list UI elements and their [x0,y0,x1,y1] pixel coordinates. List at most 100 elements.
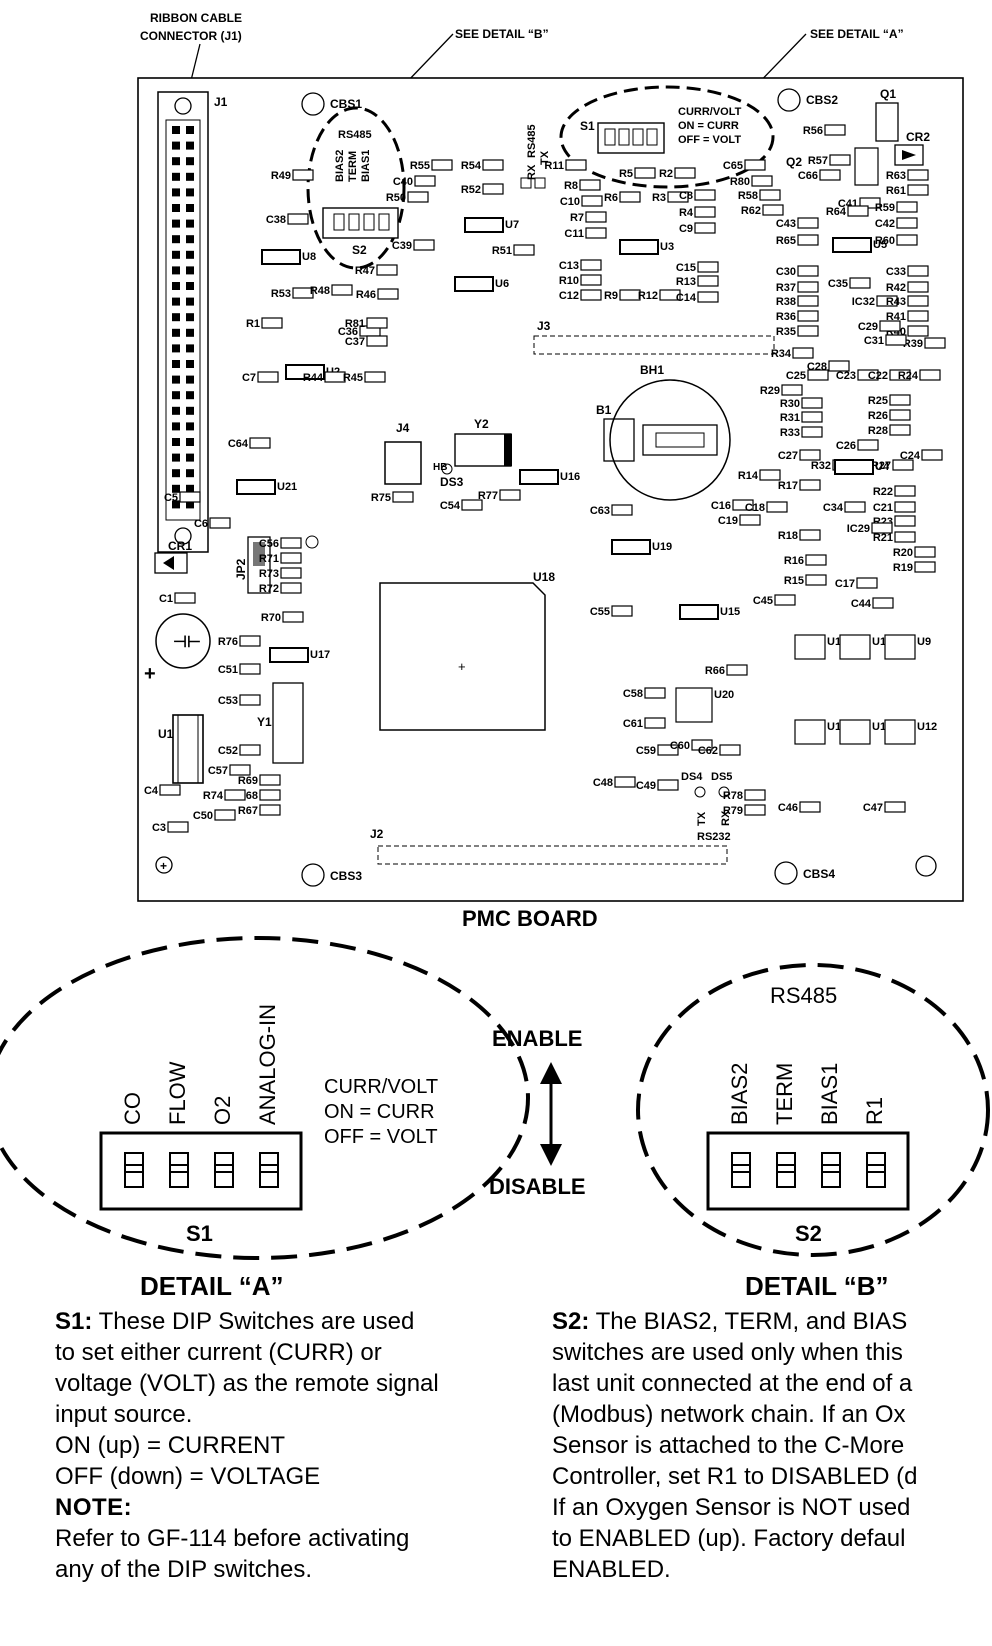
part-c8 [694,189,716,201]
board-components: R49C38U8R53R1C7U2R44R45C36R81C37R48R46R4… [144,124,946,834]
part-c24 [921,449,943,461]
s1-dip-switch-2[interactable] [214,1152,234,1188]
part-label-r28: R28 [868,425,888,437]
cbs2-label: CBS2 [806,93,838,107]
part-label-r1: R1 [246,318,260,330]
part-label-r27: R27 [871,460,891,472]
part-r39 [924,337,946,349]
j3-header [533,335,775,355]
part-c7 [257,371,279,383]
part-label-r4: R4 [679,207,694,219]
j1-pin [172,282,180,290]
s1-on-label: ON = CURR [678,120,739,132]
part-c47 [884,801,906,813]
part-label-c31: C31 [864,335,884,347]
part-r67 [259,804,281,816]
part-label-c26: C26 [836,440,856,452]
b1-clip [603,418,635,462]
part-r41 [907,310,929,322]
j3-label: J3 [537,319,551,333]
part-r76 [239,635,261,647]
j1-pin [186,126,194,134]
part-c54 [461,499,483,511]
detail-a-title: DETAIL “A” [140,1271,283,1301]
q1-label: Q1 [880,87,896,101]
s2-dip-switch-2[interactable] [821,1152,841,1188]
b1-label: B1 [596,403,612,417]
u1-chip-inner [177,714,199,784]
j1-pin [172,157,180,166]
part-label-c51: C51 [218,664,238,676]
part-label-r50: R50 [386,192,406,204]
part-label-r37: R37 [776,282,796,294]
part-r13 [697,275,719,287]
s2-desc-line-6: If an Oxygen Sensor is NOT used [552,1494,911,1521]
s2-switch-label-1: TERM [772,1063,797,1125]
part-label-r13: R13 [676,276,696,288]
part-label-r9: R9 [604,290,618,302]
s2-dip-switch-1[interactable] [776,1152,796,1188]
part-c62 [719,744,741,756]
enable-label: ENABLE [492,1026,582,1051]
part-label-r72: R72 [259,583,279,595]
part-c64 [249,437,271,449]
j4-label: J4 [396,421,410,435]
j1-pin [186,157,194,166]
part-r54 [482,159,504,171]
part-label-r11: R11 [544,160,564,172]
part-c16 [732,499,754,511]
s2-dip-switch-3[interactable] [866,1152,886,1188]
s2-switch-label-0: BIAS2 [727,1063,752,1125]
part-label-c35: C35 [828,278,848,290]
part-r3 [667,191,689,203]
part-label-r3: R3 [652,192,666,204]
part-c42 [896,217,918,229]
cr2-label: CR2 [906,130,930,144]
part-r65 [797,234,819,246]
part-label-r74: R74 [203,790,224,802]
part-u11 [794,634,826,660]
j1-pin [172,453,180,462]
part-label-c33: C33 [886,266,906,278]
part-label-c6: C6 [194,518,208,530]
part-r9 [619,289,641,301]
part-u14 [794,719,826,745]
part-label-r65: R65 [776,235,796,247]
detail-a-on-curr: ON = CURR [324,1101,435,1123]
ds5-led [718,786,730,798]
j1-pin [186,250,194,259]
detail-b-title: DETAIL “B” [745,1271,888,1301]
s2-board-ellipse [306,106,406,270]
j1-pin [186,344,194,353]
part-label-r54: R54 [461,160,482,172]
s2-description: S2: The BIAS2, TERM, and BIAS switches a… [552,1306,992,1585]
s1-dip-switch-1[interactable] [169,1152,189,1188]
part-c15 [697,261,719,273]
part-label-r30: R30 [780,398,800,410]
part-ic29 [871,522,893,534]
part-c29 [879,320,901,332]
part-label-r15: R15 [784,575,804,587]
part-label-u9: U9 [917,636,931,648]
s1-dip-switch-0[interactable] [124,1152,144,1188]
part-u17 [269,647,309,663]
part-r10 [580,274,602,286]
part-label-r81: R81 [345,318,365,330]
s2-dip-switch-0[interactable] [731,1152,751,1188]
part-c22 [889,369,911,381]
s2-switch-label-3: R1 [862,1097,887,1125]
j1-pin [172,328,180,337]
s2-rs485-label: RS485 [338,129,372,141]
part-c27 [799,449,821,461]
j1-pin [186,172,194,181]
part-label-c10: C10 [560,196,580,208]
ribbon-cable-label: RIBBON CABLE [150,11,242,25]
part-label-r18: R18 [778,530,798,542]
cbs1-hole [301,92,325,116]
part-r48 [331,284,353,296]
jp2-jumper [247,536,271,594]
part-label-r66: R66 [705,665,725,677]
s1-dip-switch-3[interactable] [259,1152,279,1188]
corner-hole [915,855,937,877]
